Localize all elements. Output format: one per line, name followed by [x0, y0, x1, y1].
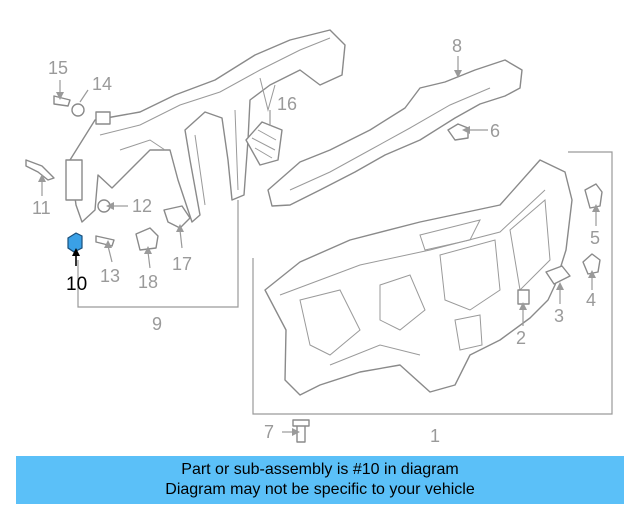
callout-4: 4: [586, 290, 596, 310]
info-banner: Part or sub-assembly is #10 in diagram D…: [16, 456, 624, 504]
group-9-bracket: [77, 200, 239, 308]
callout-15: 15: [48, 58, 68, 78]
callout-17: 17: [172, 254, 192, 274]
group-1-bracket: [252, 151, 613, 415]
cross-car-beam[interactable]: [65, 29, 346, 223]
callout-9: 9: [152, 314, 162, 334]
clip-2[interactable]: [517, 289, 530, 305]
sensor-18[interactable]: [135, 227, 159, 251]
dash-insulator-pad[interactable]: [267, 59, 523, 207]
callout-14: 14: [92, 74, 112, 94]
parts-diagram: 8 6 16 5 4 3 2 1 7 9 15 14 12 11 13 18 1…: [25, 29, 613, 446]
instrument-panel[interactable]: [264, 159, 573, 396]
nut-14[interactable]: [71, 103, 85, 117]
bracket-4[interactable]: [582, 253, 601, 275]
callout-12: 12: [132, 196, 152, 216]
banner-line-1: Part or sub-assembly is #10 in diagram: [181, 461, 459, 478]
callout-5: 5: [590, 228, 600, 248]
bracket-5[interactable]: [584, 183, 603, 209]
callout-13: 13: [100, 266, 120, 286]
callout-18: 18: [138, 272, 158, 292]
callout-1: 1: [430, 426, 440, 446]
clip-11[interactable]: [25, 159, 55, 181]
callout-8: 8: [452, 36, 462, 56]
bracket-16[interactable]: [245, 121, 283, 166]
callout-7: 7: [264, 422, 274, 442]
part-10-highlighted[interactable]: [67, 232, 83, 253]
callout-6: 6: [490, 121, 500, 141]
clip-6[interactable]: [447, 123, 469, 141]
callout-10: 10: [66, 274, 87, 295]
banner-line-2: Diagram may not be specific to your vehi…: [165, 481, 475, 498]
callout-16: 16: [277, 94, 297, 114]
bolt-13[interactable]: [95, 235, 115, 247]
clip-3[interactable]: [545, 265, 571, 285]
callout-3: 3: [554, 306, 564, 326]
callout-2: 2: [516, 328, 526, 348]
callout-11: 11: [32, 198, 51, 218]
sensor-17[interactable]: [163, 205, 191, 229]
leader-lines: [38, 56, 600, 436]
bolt-15[interactable]: [53, 95, 71, 107]
